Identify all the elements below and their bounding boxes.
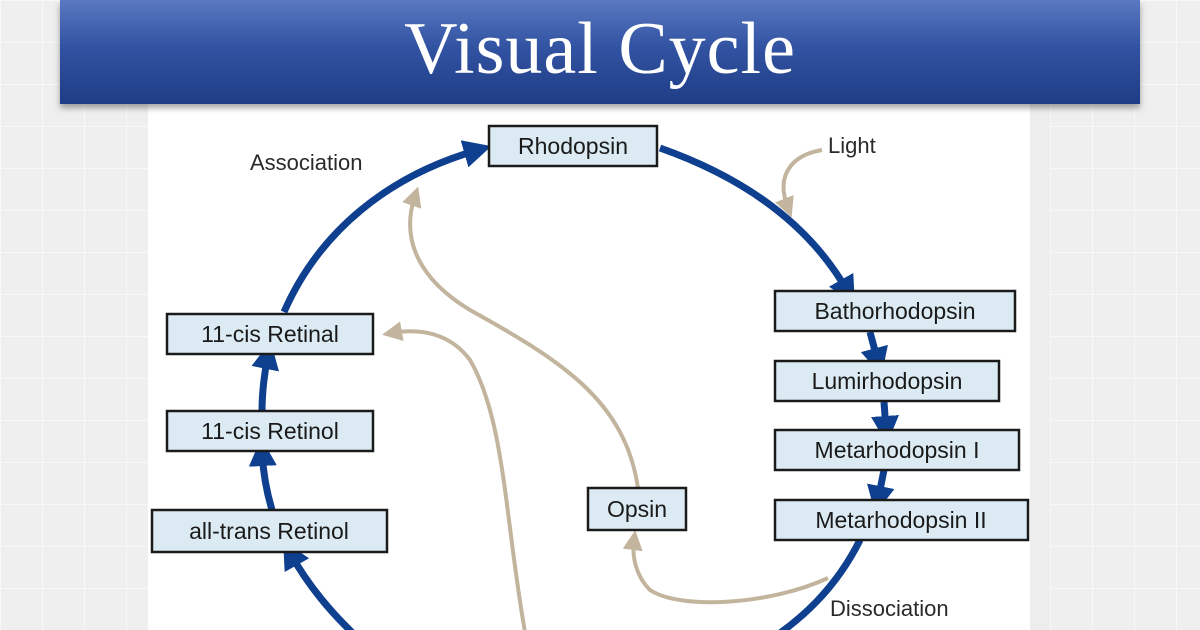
dissociation-to-opsin-arrow	[622, 530, 829, 605]
cycle-arc-cisretinal-to-rhodopsin	[280, 140, 492, 314]
node-lumirhodopsin: Lumirhodopsin	[773, 359, 1001, 403]
node-metarhodopsin-2: Metarhodopsin II	[773, 498, 1030, 542]
opsin-to-rhodopsin-arrow	[402, 186, 640, 489]
cycle-ring	[248, 140, 899, 630]
node-bathorhodopsin: Bathorhodopsin	[773, 289, 1017, 333]
label-dissociation: Dissociation	[830, 596, 949, 621]
label-association: Association	[250, 150, 363, 175]
title-banner: Visual Cycle	[60, 0, 1140, 104]
page-title: Visual Cycle	[404, 7, 796, 90]
light-arrow	[775, 148, 823, 218]
node-opsin-label: Opsin	[607, 496, 667, 522]
cycle-arc-cisretinol-to-cisretinal	[251, 341, 279, 413]
cycle-arc-lumirhodopsin-to-metarhodopsin1	[871, 401, 899, 444]
cycle-arc-transretinol-to-cisretinol	[248, 438, 277, 512]
cycle-arc-metarhodopsin2-to-bottom	[778, 538, 864, 630]
node-11-cis-retinol-label: 11-cis Retinol	[201, 418, 339, 444]
node-11-cis-retinol: 11-cis Retinol	[165, 409, 375, 453]
node-bathorhodopsin-label: Bathorhodopsin	[814, 298, 975, 324]
node-metarhodopsin-1-label: Metarhodopsin I	[815, 437, 980, 463]
background-tile-right	[1050, 0, 1200, 630]
cycle-arc-rhodopsin-to-bathorhodopsin	[658, 144, 855, 305]
node-all-trans-retinol: all-trans Retinol	[150, 508, 389, 554]
node-metarhodopsin-2-label: Metarhodopsin II	[815, 507, 986, 533]
background-tile-left	[0, 0, 150, 630]
node-all-trans-retinol-label: all-trans Retinol	[189, 518, 349, 544]
bottom-to-cisretinal-arrow	[382, 321, 527, 630]
cycle-arc-bottom-to-transretinol	[283, 540, 355, 630]
node-metarhodopsin-1: Metarhodopsin I	[773, 428, 1021, 472]
label-light: Light	[828, 133, 876, 158]
cycle-arc-metarhodopsin1-to-metarhodopsin2	[867, 469, 895, 514]
node-11-cis-retinal-label: 11-cis Retinal	[201, 321, 339, 347]
cycle-arc-bathorhodopsin-to-lumirhodopsin	[860, 331, 888, 376]
node-lumirhodopsin-label: Lumirhodopsin	[812, 368, 963, 394]
node-11-cis-retinal: 11-cis Retinal	[165, 312, 375, 356]
node-rhodopsin: Rhodopsin	[487, 124, 659, 168]
side-arrows	[382, 148, 829, 630]
node-opsin: Opsin	[586, 486, 688, 532]
node-rhodopsin-label: Rhodopsin	[518, 133, 628, 159]
